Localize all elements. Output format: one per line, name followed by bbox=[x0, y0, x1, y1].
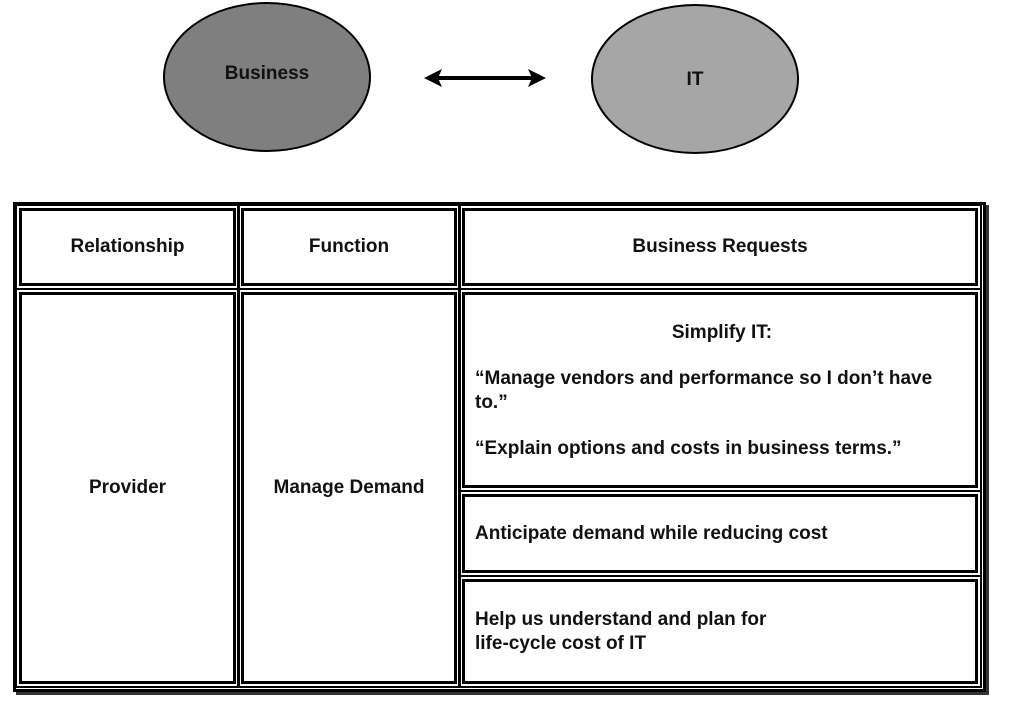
business-node-label: Business bbox=[224, 63, 310, 84]
header-business-requests-label: Business Requests bbox=[632, 236, 808, 257]
anticipate-text: Anticipate demand while reducing cost bbox=[475, 522, 828, 544]
function-value: Manage Demand bbox=[273, 477, 425, 498]
relationship-value: Provider bbox=[88, 477, 167, 498]
it-node-label: IT bbox=[686, 69, 704, 90]
header-function: Function bbox=[237, 204, 461, 290]
simplify-heading: Simplify IT: bbox=[671, 322, 773, 343]
header-relationship: Relationship bbox=[15, 204, 240, 290]
header-function-label: Function bbox=[308, 236, 390, 257]
simplify-quote-1: “Manage vendors and performance so I don… bbox=[475, 368, 933, 413]
simplify-quote-2: “Explain options and costs in business t… bbox=[475, 438, 902, 459]
cell-function: Manage Demand bbox=[237, 288, 461, 688]
bidirectional-arrow-icon bbox=[424, 69, 546, 87]
table-frame bbox=[13, 202, 986, 692]
header-business-requests: Business Requests bbox=[458, 204, 982, 290]
lifecycle-line-1: Help us understand and plan for bbox=[475, 608, 767, 630]
header-relationship-label: Relationship bbox=[70, 236, 185, 257]
cell-relationship: Provider bbox=[15, 288, 240, 688]
request-lifecycle-cost: Help us understand and plan for life-cyc… bbox=[458, 575, 982, 688]
lifecycle-line-2: life-cycle cost of IT bbox=[475, 632, 647, 654]
it-node: IT bbox=[591, 4, 799, 154]
request-simplify-it: Simplify IT: “Manage vendors and perform… bbox=[458, 288, 982, 492]
request-anticipate-demand: Anticipate demand while reducing cost bbox=[458, 490, 982, 577]
business-node: Business bbox=[163, 2, 371, 152]
